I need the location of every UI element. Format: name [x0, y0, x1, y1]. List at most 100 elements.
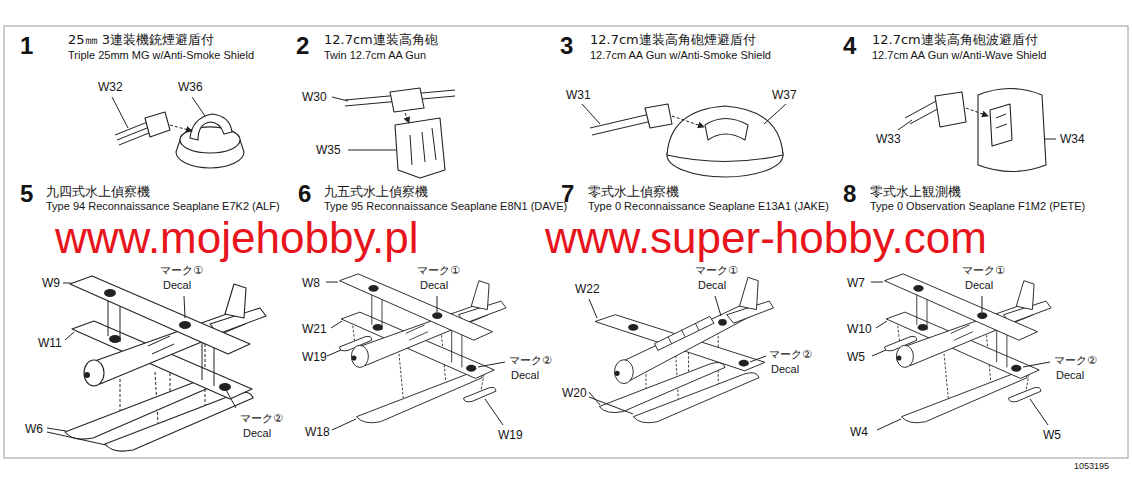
step-2-drawing — [332, 88, 455, 178]
part-label: W19 — [498, 428, 523, 442]
decal-note: マーク② — [769, 348, 812, 362]
airframe — [885, 274, 1052, 379]
decal-note: Decal — [1056, 369, 1084, 383]
step-number: 5 — [20, 182, 33, 206]
leader-lines — [326, 282, 505, 430]
sheet-frame — [4, 26, 1128, 458]
mount-detail — [410, 128, 436, 165]
decal-note: マーク① — [160, 264, 203, 278]
gun-cradle — [390, 88, 424, 112]
decal-note: マーク① — [962, 264, 1005, 278]
step-1-drawing — [112, 97, 244, 168]
decal-note: Decal — [243, 427, 271, 441]
part-label: W31 — [566, 88, 591, 102]
japanese-title: 25㎜ 3連装機銃煙避盾付 — [68, 32, 214, 48]
english-title: Type 0 Observation Seaplane F1M2 (PETE) — [870, 200, 1085, 213]
part-label: W36 — [178, 80, 203, 94]
part-label: W10 — [847, 322, 872, 336]
decal-note: Decal — [511, 369, 539, 383]
part-label: W9 — [42, 276, 60, 290]
part-label: W5 — [1043, 428, 1061, 442]
smoke-shield-dome — [667, 106, 783, 162]
gun-mount — [395, 118, 445, 178]
gun-cradle — [935, 92, 966, 127]
decal-note: Decal — [420, 279, 448, 293]
japanese-title: 九四式水上偵察機 — [46, 184, 150, 200]
step-7-seaplane — [595, 277, 774, 422]
decal-note: Decal — [965, 279, 993, 293]
step-number: 1 — [20, 34, 33, 58]
step-number: 2 — [296, 34, 309, 58]
part-label: W37 — [772, 88, 797, 102]
gun-opening — [705, 119, 748, 141]
part-label: W21 — [302, 322, 327, 336]
part-label: W18 — [305, 425, 330, 439]
gun-barrels — [590, 114, 652, 135]
english-title: Type 0 Reconnaissance Seaplane E13A1 (JA… — [588, 200, 829, 213]
decal-note: マーク① — [417, 264, 460, 278]
part-label: W35 — [316, 143, 341, 157]
assembly-arrow — [672, 116, 704, 127]
leader-lines — [47, 283, 236, 445]
leader-lines — [589, 296, 766, 414]
decal-note: Decal — [698, 279, 726, 293]
step-number: 7 — [561, 182, 574, 206]
step-number: 4 — [843, 34, 856, 58]
part-label: W19 — [302, 350, 327, 364]
wave-shield — [978, 89, 1046, 172]
english-title: 12.7cm AA Gun w/Anti-Smoke Shield — [590, 49, 771, 62]
japanese-title: 12.7cm連装高角砲波避盾付 — [872, 32, 1038, 48]
part-label: W30 — [302, 90, 327, 104]
decal-note: Decal — [771, 363, 799, 377]
gun-breech — [145, 112, 170, 137]
decal-note: マーク② — [509, 354, 552, 368]
english-title: Type 94 Reconnaissance Seaplane E7K2 (AL… — [46, 200, 280, 213]
shield-detail — [996, 114, 1007, 128]
part-label: W33 — [876, 132, 901, 146]
japanese-title: 12.7cm連装高角砲煙避盾付 — [590, 32, 756, 48]
decal-note: マーク② — [240, 412, 283, 426]
english-title: Triple 25mm MG w/Anti-Smoke Shield — [68, 49, 254, 62]
part-label: W34 — [1060, 132, 1085, 146]
leader-lines — [898, 120, 1056, 139]
step-number: 6 — [298, 182, 311, 206]
step-number: 3 — [560, 34, 573, 58]
step-5-seaplane — [65, 276, 266, 451]
japanese-title: 12.7cm連装高角砲 — [324, 32, 438, 48]
english-title: Twin 12.7cm AA Gun — [324, 49, 426, 62]
gun-opening — [990, 104, 1012, 146]
part-label: W22 — [575, 282, 600, 296]
part-label: W32 — [98, 80, 123, 94]
part-label: W7 — [847, 276, 865, 290]
assembly-arrow — [405, 113, 409, 123]
leader-lines — [582, 104, 786, 124]
watermark: www.super-hobby.com — [545, 216, 987, 260]
part-label: W4 — [850, 425, 868, 439]
step-8-seaplane — [885, 274, 1052, 423]
mount-base — [176, 127, 244, 168]
part-label: W5 — [847, 350, 865, 364]
decal-note: マーク① — [695, 264, 738, 278]
step-4-drawing — [898, 89, 1056, 172]
english-title: 12.7cm AA Gun w/Anti-Wave Shield — [872, 49, 1046, 62]
airframe — [70, 276, 266, 399]
watermark: www.mojehobby.pl — [55, 216, 419, 260]
leader-lines — [871, 282, 1050, 430]
part-label: W8 — [302, 276, 320, 290]
step-6-seaplane — [340, 274, 507, 423]
airframe — [595, 277, 774, 383]
part-label: W6 — [25, 422, 43, 436]
part-label: W20 — [562, 386, 587, 400]
assembly-arrow — [170, 125, 192, 131]
smoke-shield — [190, 114, 232, 140]
catalog-number: 1053195 — [1074, 461, 1109, 472]
leader-lines — [112, 97, 205, 128]
decal-note: マーク② — [1054, 354, 1097, 368]
step-3-drawing — [582, 104, 786, 177]
japanese-title: 九五式水上偵察機 — [324, 184, 428, 200]
japanese-title: 零式水上観測機 — [870, 184, 961, 200]
part-label: W11 — [38, 336, 62, 350]
english-title: Type 95 Reconnaissance Seaplane E8N1 (DA… — [324, 200, 567, 213]
leader-lines — [332, 97, 396, 150]
